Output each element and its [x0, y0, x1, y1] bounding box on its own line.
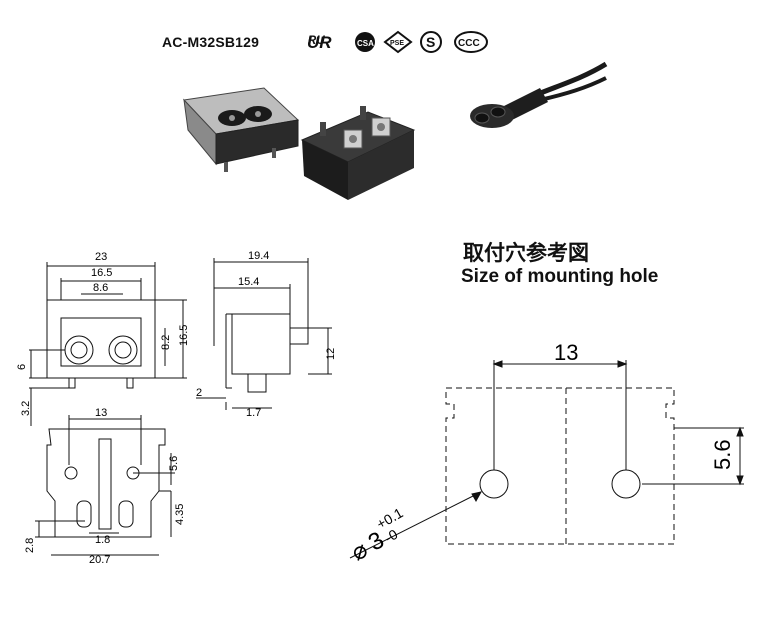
- pse-mark-icon: PSE: [383, 30, 413, 54]
- svg-text:16.5: 16.5: [178, 325, 190, 346]
- svg-text:20.7: 20.7: [89, 554, 110, 565]
- cutout-outline: [445, 387, 675, 545]
- svg-text:5.6: 5.6: [168, 456, 180, 471]
- mounting-hole-left: [479, 469, 509, 499]
- mounting-hole-right: [611, 469, 641, 499]
- mounting-hole-title-cn: 取付穴参考図: [463, 241, 589, 265]
- ccc-mark-icon: CCC: [454, 31, 488, 53]
- svg-text:CCC: CCC: [458, 38, 480, 49]
- bottom-view-drawing: 13 5.6 4.35 1.8 2.8 20.7: [24, 407, 186, 565]
- svg-text:4.35: 4.35: [174, 504, 186, 525]
- svg-text:16.5: 16.5: [91, 267, 112, 279]
- socket-photo-front: [182, 87, 300, 172]
- mounting-hole-title-en: Size of mounting hole: [461, 266, 659, 287]
- socket-photo-rear: [300, 106, 416, 200]
- csa-mark-icon: CSA: [355, 32, 375, 52]
- mounting-hole-drawing: 13 5.6 ⌀ 3 +0.1 -0: [346, 340, 744, 567]
- model-number: AC-M32SB129: [162, 34, 260, 50]
- svg-text:ᴿᵁ: ᴿᵁ: [307, 33, 325, 52]
- certification-marks: ᴿᵁ UR CSA PSE S CCC: [307, 30, 488, 54]
- svg-text:3.2: 3.2: [20, 401, 32, 416]
- svg-text:13: 13: [554, 340, 578, 365]
- svg-text:2.8: 2.8: [24, 538, 36, 553]
- svg-text:8.2: 8.2: [160, 335, 172, 350]
- svg-text:2: 2: [196, 387, 202, 399]
- side-view-drawing: 19.4 15.4 12 2 1.7: [196, 250, 337, 419]
- svg-text:PSE: PSE: [390, 40, 404, 47]
- svg-text:S: S: [426, 34, 435, 50]
- front-view-drawing: 23 16.5 8.6 8.2 16.5 6 3.2: [16, 251, 190, 426]
- svg-text:19.4: 19.4: [248, 250, 269, 262]
- svg-text:23: 23: [95, 251, 107, 263]
- svg-text:1.8: 1.8: [95, 534, 110, 546]
- ur-mark-icon: ᴿᵁ UR: [307, 33, 332, 52]
- svg-text:1.7: 1.7: [246, 407, 261, 419]
- svg-text:13: 13: [95, 407, 107, 419]
- svg-text:12: 12: [325, 348, 337, 360]
- svg-text:5.6: 5.6: [710, 439, 735, 470]
- s-mark-icon: S: [420, 31, 442, 53]
- plug-cord-photo: [470, 61, 608, 128]
- svg-text:15.4: 15.4: [238, 276, 259, 288]
- svg-text:UR: UR: [307, 33, 332, 52]
- svg-text:6: 6: [16, 364, 28, 370]
- svg-text:8.6: 8.6: [93, 282, 108, 294]
- svg-text:CSA: CSA: [357, 39, 374, 48]
